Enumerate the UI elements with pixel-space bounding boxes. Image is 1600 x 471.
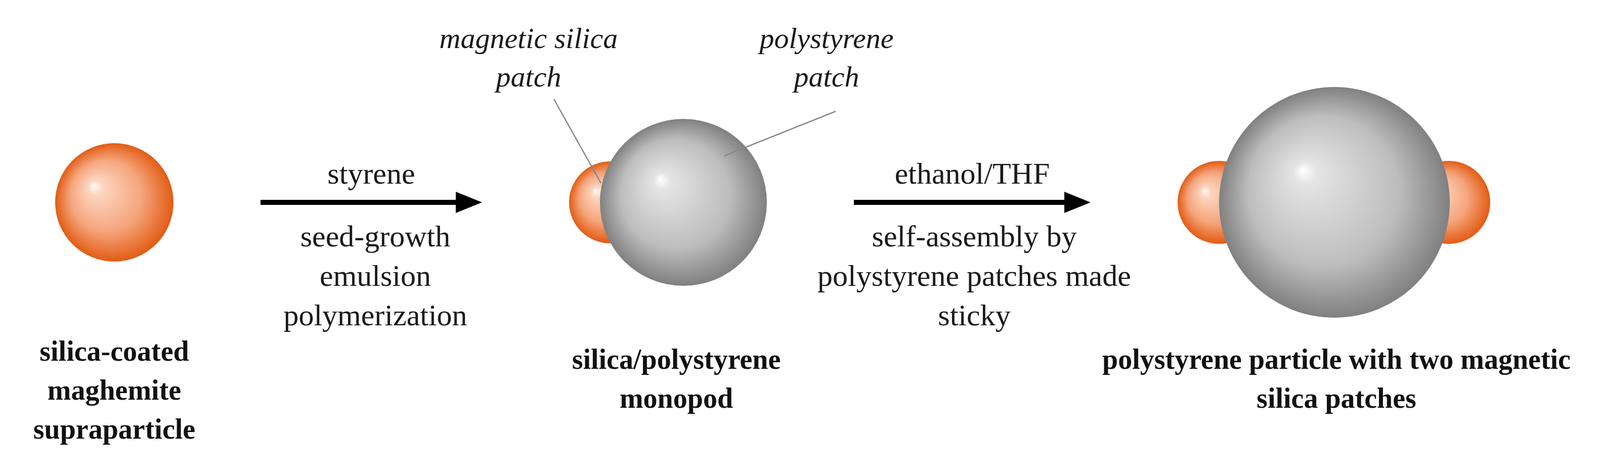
reagent-label: styrene [327,153,415,194]
leader-line [553,99,601,184]
particle-node: silica-coated maghemite supraparticle [55,143,174,262]
reagent-label: ethanol/THF [894,153,1051,194]
process-condition: seed-growth emulsion polymerization [256,216,495,335]
polystyrene-sphere [599,118,767,286]
particle-caption: silica-coated maghemite supraparticle [3,331,226,449]
polystyrene-sphere [1219,87,1450,318]
arrow-shaft [260,199,458,205]
leader-line [724,111,836,156]
reaction-arrow [260,191,483,213]
process-condition: self-assembly by polystyrene patches mad… [817,216,1132,335]
arrow-head [1064,191,1091,213]
callout-label: magnetic silica patch [435,19,623,97]
particle-caption: polystyrene particle with two magnetic s… [1083,339,1590,418]
particle-caption: silica/polystyrene monopod [514,339,839,418]
maghemite-supraparticle [55,143,174,262]
callout-label: polystyrene patch [740,19,913,97]
reaction-arrow [853,191,1091,213]
arrow-head [455,191,483,213]
particle-node: silica/polystyrene monopod [569,118,767,286]
particle-node: polystyrene particle with two magnetic s… [1177,87,1491,318]
arrow-shaft [853,199,1067,205]
